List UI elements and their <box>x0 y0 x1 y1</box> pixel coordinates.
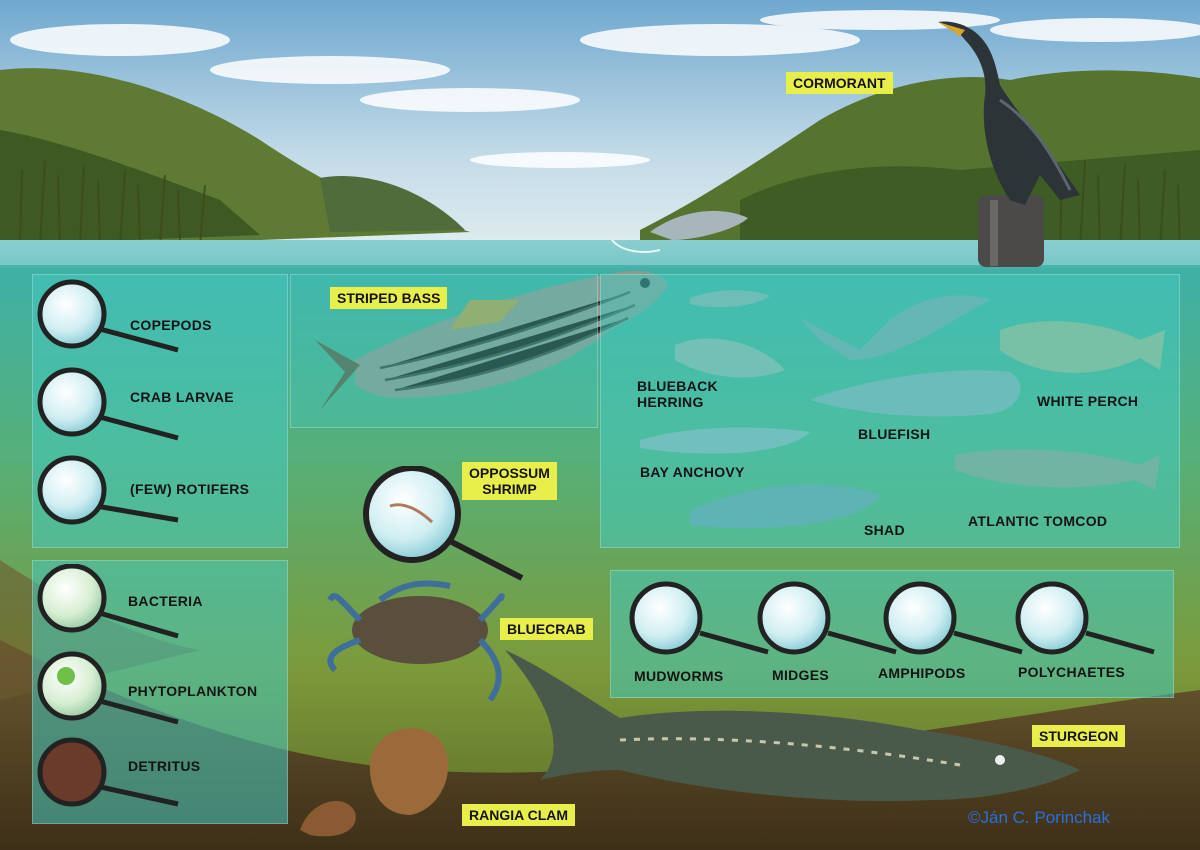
detritus-label: DETRITUS <box>128 758 201 774</box>
mudworms-magnifier <box>629 581 769 655</box>
amphipods-magnifier <box>883 581 1023 655</box>
rangia-clam-label: RANGIA CLAM <box>462 804 576 826</box>
midges-magnifier <box>757 581 897 655</box>
polychaetes-magnifier <box>1015 581 1155 655</box>
oppossum-shrimp-label: OPPOSSUM SHRIMP <box>462 462 557 500</box>
white-perch-label: WHITE PERCH <box>1037 393 1139 409</box>
copepods-label: COPEPODS <box>130 317 212 333</box>
bluefish-label: BLUEFISH <box>858 426 931 442</box>
oppossum-shrimp-label-line1: OPPOSSUM <box>469 465 550 481</box>
bluecrab-figure <box>327 580 505 702</box>
sturgeon-figure <box>505 650 1080 801</box>
bay-anchovy-label: BAY ANCHOVY <box>640 464 745 480</box>
copepods-magnifier <box>37 279 179 353</box>
rotifers-magnifier <box>37 455 179 525</box>
zooplankton-magnifiers <box>37 279 179 525</box>
atlantic-tomcod-label: ATLANTIC TOMCOD <box>968 513 1108 529</box>
base-magnifiers <box>37 564 179 807</box>
blueback-herring-label-line1: BLUEBACK <box>637 378 718 394</box>
blueback-herring-label: BLUEBACK HERRING <box>637 378 718 410</box>
bacteria-magnifier <box>37 564 179 639</box>
clouds <box>10 10 1200 168</box>
cormorant-figure <box>938 21 1080 267</box>
amphipods-label: AMPHIPODS <box>878 665 966 681</box>
shad-label: SHAD <box>864 522 905 538</box>
rangia-clam-figure <box>300 728 449 837</box>
bluecrab-label: BLUECRAB <box>500 618 593 640</box>
phytoplankton-magnifier <box>37 651 179 725</box>
cormorant-label: CORMORANT <box>786 72 893 94</box>
oppossum-shrimp-magnifier <box>363 466 524 581</box>
artist-credit: ©Ján C. Porinchak <box>968 808 1110 827</box>
crab-larvae-magnifier <box>37 367 179 441</box>
midges-label: MIDGES <box>772 667 830 683</box>
sturgeon-label: STURGEON <box>1032 725 1126 747</box>
blueback-herring-label-line2: HERRING <box>637 394 704 410</box>
bacteria-label: BACTERIA <box>128 593 203 609</box>
oppossum-shrimp-label-line2: SHRIMP <box>482 481 537 497</box>
crab-larvae-label: CRAB LARVAE <box>130 389 234 405</box>
striped-bass-label: STRIPED BASS <box>330 287 448 309</box>
reeds <box>19 159 1181 249</box>
benthic-magnifiers <box>629 581 1155 655</box>
phytoplankton-label: PHYTOPLANKTON <box>128 683 258 699</box>
mudworms-label: MUDWORMS <box>634 668 724 684</box>
fish-panel <box>600 274 1180 548</box>
polychaetes-label: POLYCHAETES <box>1018 664 1126 680</box>
detritus-magnifier <box>37 737 179 807</box>
leaping-fish <box>611 210 748 253</box>
rotifers-label: (FEW) ROTIFERS <box>130 481 250 497</box>
